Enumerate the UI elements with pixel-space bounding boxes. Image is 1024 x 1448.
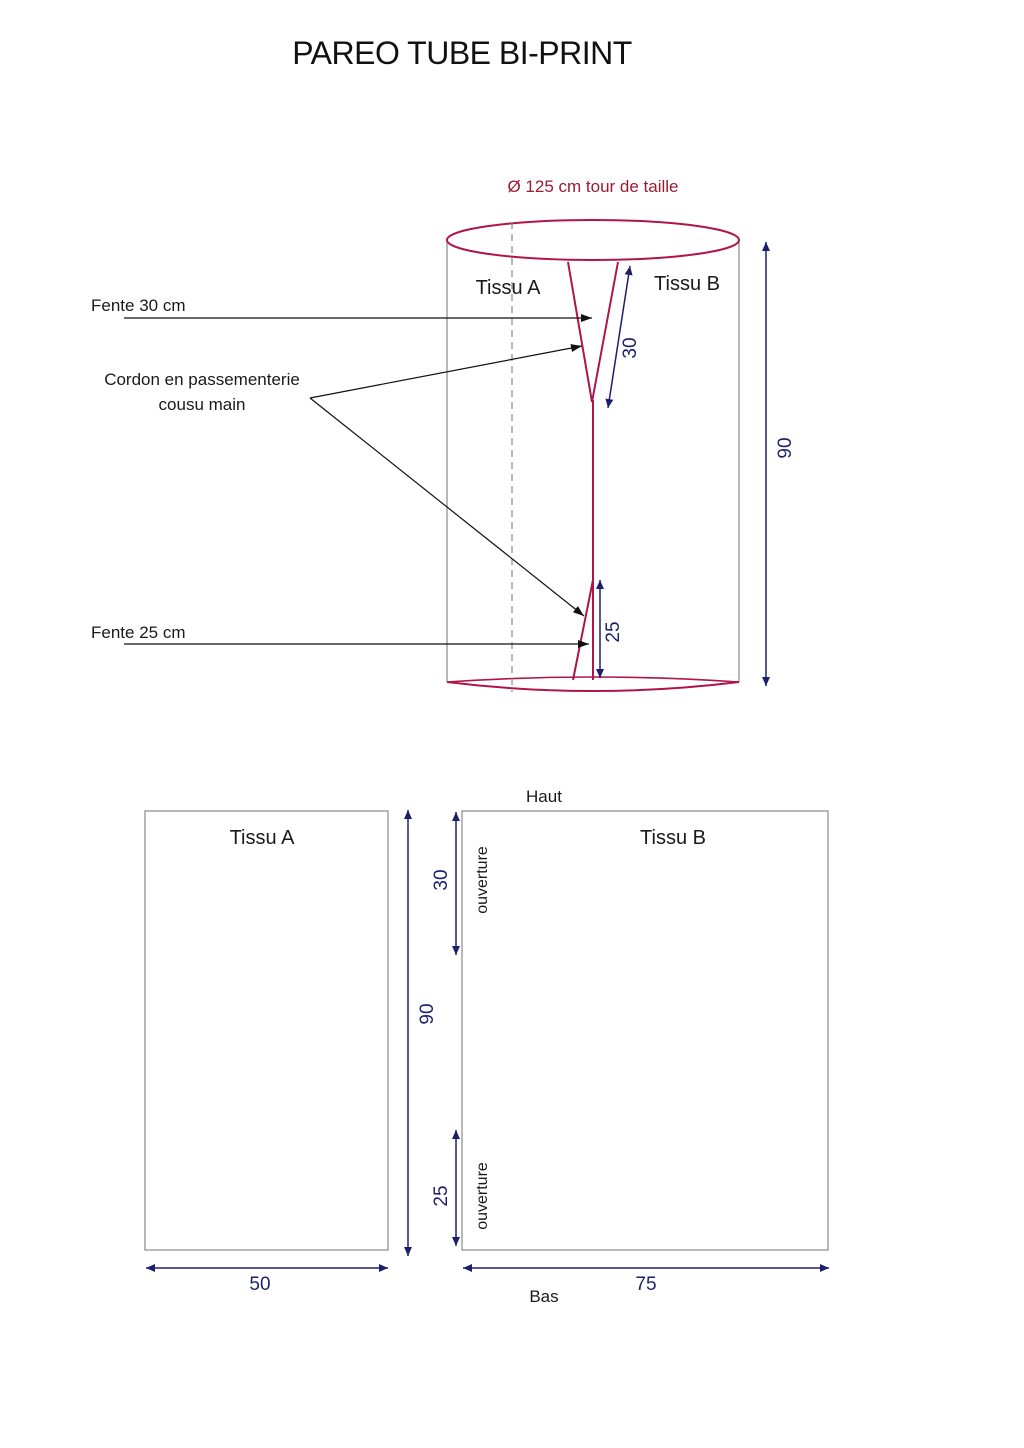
width-b-dimension: 75 [635, 1274, 656, 1295]
width-a-dimension: 50 [249, 1274, 270, 1295]
callout-slit-25: Fente 25 cm [91, 623, 186, 642]
callout-cord-line1: Cordon en passementerie [104, 370, 300, 389]
opening-bottom-dimension: 25 [431, 1185, 452, 1206]
tube-fabric-a-label: Tissu A [476, 277, 541, 299]
tube-height-dimension: 90 [775, 437, 796, 458]
slit-top-dimension: 30 [620, 337, 641, 358]
panel-fabric-b-label: Tissu B [640, 827, 706, 849]
page-title: PAREO TUBE BI-PRINT [292, 35, 632, 71]
opening-bottom-label: ouverture [474, 1162, 491, 1230]
tube-fabric-b-label: Tissu B [654, 273, 720, 295]
bottom-label: Bas [529, 1287, 558, 1306]
opening-top-dimension: 30 [431, 869, 452, 890]
tube-drawing: Ø 125 cm tour de taille Tissu A Tissu B … [446, 177, 796, 692]
leader-cord-top [309, 344, 583, 399]
panel-fabric-a [144, 810, 389, 1251]
top-slit-seam [567, 261, 619, 403]
bottom-slit-seam [572, 579, 594, 681]
callout-slit-30: Fente 30 cm [91, 296, 186, 315]
callouts: Fente 30 cm Cordon en passementerie cous… [91, 296, 592, 648]
flat-pattern: Tissu A Tissu B Haut Bas 90 30 ouverture… [144, 787, 829, 1306]
top-label: Haut [526, 787, 562, 806]
panel-fabric-b [461, 810, 829, 1251]
opening-top-label: ouverture [474, 846, 491, 914]
callout-cord-line2: cousu main [159, 395, 246, 414]
slit-bottom-dimension: 25 [603, 621, 624, 642]
panel-height-dimension: 90 [417, 1003, 438, 1024]
panel-fabric-a-label: Tissu A [230, 827, 295, 849]
leader-cord-bottom [309, 397, 585, 617]
circumference-label: Ø 125 cm tour de taille [507, 177, 678, 196]
slit-top-dimension-line [605, 265, 633, 409]
tube-bottom-arc [446, 681, 740, 692]
tube-top-ellipse [446, 219, 740, 261]
